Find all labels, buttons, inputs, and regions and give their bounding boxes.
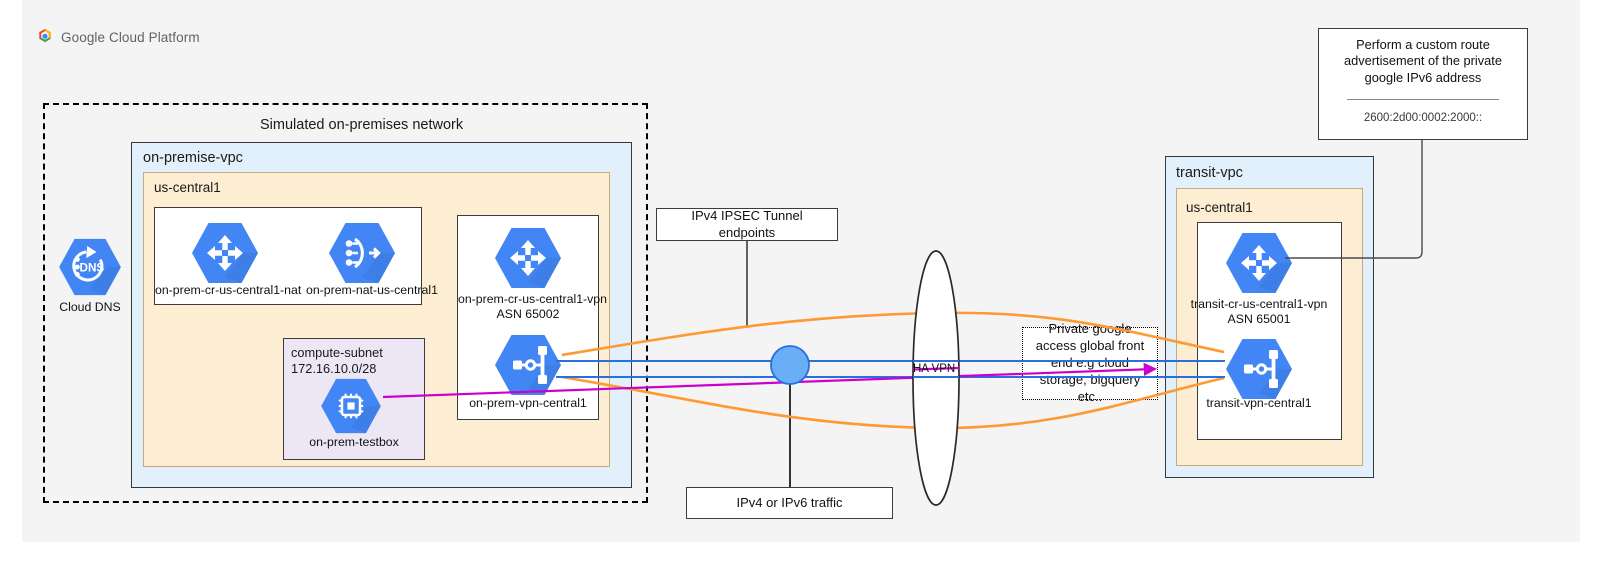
simulated-onpremises-title: Simulated on-premises network bbox=[260, 117, 464, 133]
private-google-access-callout: Private google access global front end e… bbox=[1022, 321, 1158, 404]
custom-route-text: Perform a custom route advertisement of … bbox=[1344, 37, 1502, 85]
vpn-gateway-icon bbox=[1225, 338, 1293, 400]
compute-engine-icon bbox=[320, 378, 382, 434]
transit-cr-vpn-label: transit-cr-us-central1-vpn bbox=[1190, 297, 1328, 311]
compute-subnet-cidr: 172.16.10.0/28 bbox=[291, 361, 377, 376]
cloud-router-icon bbox=[494, 227, 562, 289]
transit-vpn-gateway-label: transit-vpn-central1 bbox=[1206, 396, 1312, 410]
simulated-onpremises-region bbox=[43, 103, 648, 503]
onprem-cr-nat-label: on-prem-cr-us-central1-nat bbox=[155, 283, 302, 297]
cloud-nat-icon bbox=[328, 222, 396, 284]
custom-route-callout: Perform a custom route advertisement of … bbox=[1318, 28, 1528, 140]
custom-route-address: 2600:2d00:0002:2000:: bbox=[1363, 112, 1483, 125]
on-premise-vpc-title: on-premise-vpc bbox=[143, 150, 243, 166]
onprem-cr-vpn-label: on-prem-cr-us-central1-vpn bbox=[458, 292, 607, 306]
transit-cr-vpn-asn: ASN 65001 bbox=[1227, 312, 1291, 326]
cloud-router-icon bbox=[1225, 232, 1293, 294]
gcp-header: Google Cloud Platform bbox=[36, 28, 200, 46]
onprem-cr-vpn-asn: ASN 65002 bbox=[496, 307, 560, 321]
cloud-dns-label: Cloud DNS bbox=[59, 300, 121, 314]
cloud-router-icon bbox=[191, 222, 259, 284]
google-cloud-logo-icon bbox=[36, 28, 54, 46]
onprem-nat-label: on-prem-nat-us-central1 bbox=[306, 283, 438, 297]
onprem-testbox-label: on-prem-testbox bbox=[309, 435, 399, 449]
ipsec-endpoints-callout: IPv4 IPSEC Tunnel endpoints bbox=[656, 208, 838, 241]
transit-region-us-central1-title: us-central1 bbox=[1186, 200, 1253, 215]
onprem-vpn-gateway-label: on-prem-vpn-central1 bbox=[469, 396, 587, 410]
traffic-callout: IPv4 or IPv6 traffic bbox=[686, 487, 893, 519]
onprem-region-us-central1-title: us-central1 bbox=[154, 180, 221, 195]
transit-vpc-title: transit-vpc bbox=[1176, 165, 1243, 181]
compute-subnet-name: compute-subnet bbox=[291, 345, 383, 360]
svg-text:DNS: DNS bbox=[80, 262, 105, 275]
gcp-brand-label: Google Cloud Platform bbox=[61, 29, 200, 45]
custom-route-divider bbox=[1347, 99, 1499, 101]
vpn-gateway-icon bbox=[494, 334, 562, 396]
ha-vpn-label-overlay: HA VPN bbox=[913, 363, 956, 375]
cloud-dns-icon: DNS bbox=[58, 238, 122, 296]
